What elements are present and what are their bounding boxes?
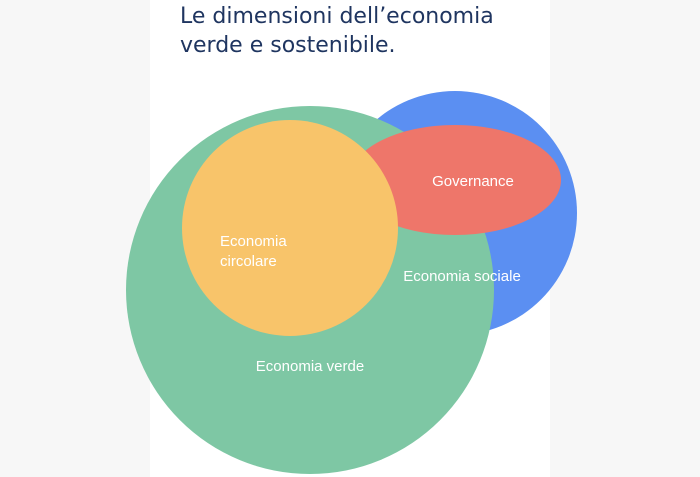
label-economia-circolare-line-2: circolare bbox=[220, 253, 277, 270]
title-line-1: Le dimensioni dell’economia bbox=[180, 4, 494, 29]
slide-left-margin bbox=[0, 0, 150, 477]
label-economia-circolare-line-1: Economia bbox=[220, 233, 287, 250]
label-economia-sociale: Economia sociale bbox=[403, 268, 521, 285]
circle-economia-circolare bbox=[182, 120, 398, 336]
page-title: Le dimensioni dell’economia verde e sost… bbox=[180, 2, 600, 60]
ellipse-governance bbox=[349, 125, 561, 235]
label-economia-verde: Economia verde bbox=[256, 358, 364, 375]
slide-right-margin bbox=[550, 0, 700, 477]
title-line-2: verde e sostenibile. bbox=[180, 33, 396, 58]
label-governance: Governance bbox=[432, 173, 514, 190]
